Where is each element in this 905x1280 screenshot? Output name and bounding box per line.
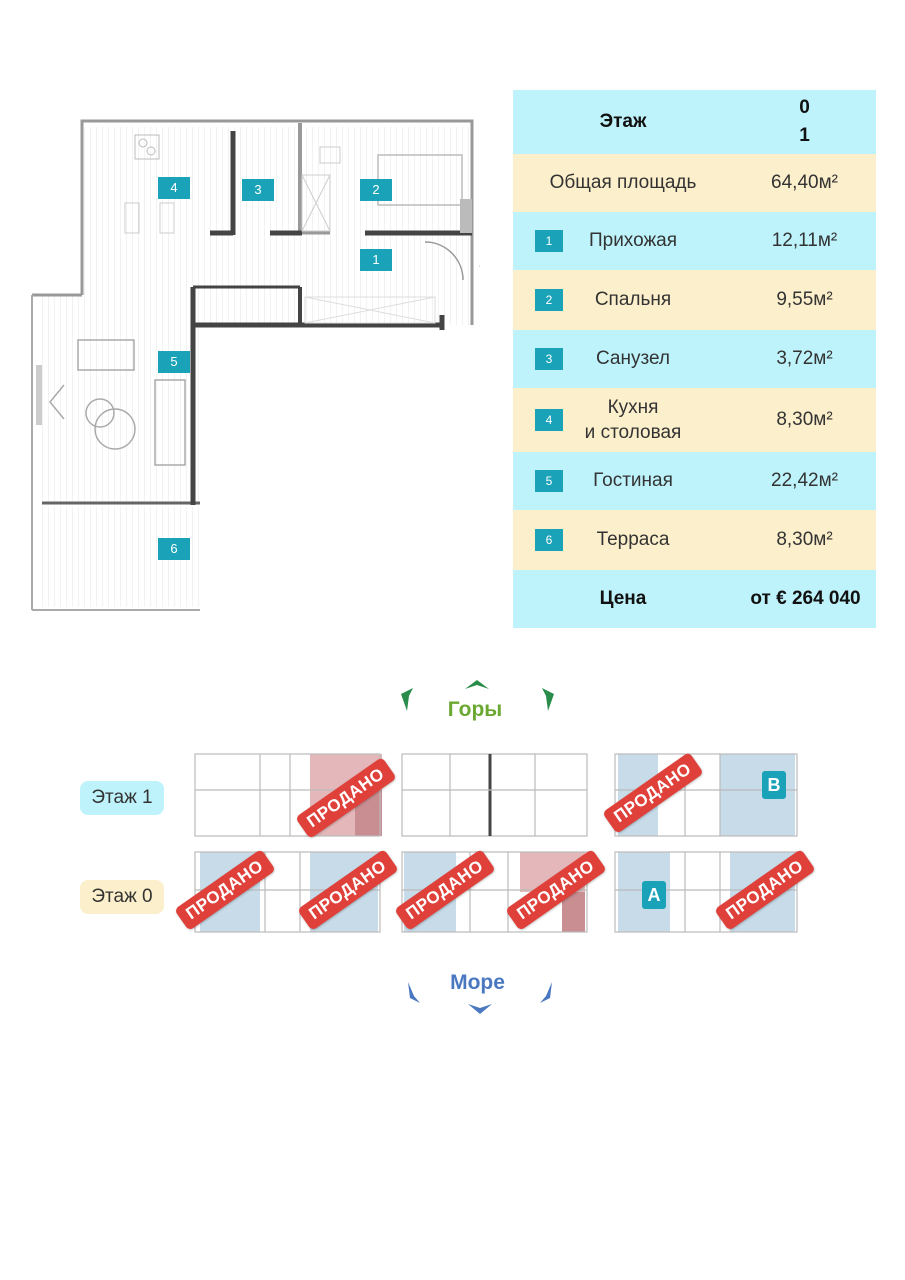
room-badge-1: 1 [360,249,392,271]
floor-0-label: Этаж 0 [80,880,164,914]
unit-b-marker: B [762,771,786,799]
room-area: 8,30м² [776,529,833,550]
floor-1-label: Этаж 1 [80,781,164,815]
room-row-2: 2 Спальня 9,55м² [513,270,876,330]
floor-value-0: 0 [799,97,810,118]
room-row-6: 6 Терраса 8,30м² [513,510,876,570]
arrow-down-left-icon [408,982,420,1003]
mountains-label: Горы [447,698,503,721]
room-row-4: 4 Кухня и столовая 8,30м² [513,388,876,452]
room-badge-5: 5 [158,351,190,373]
room-number-badge: 6 [535,529,563,551]
room-name: Прихожая [588,230,678,251]
floor-values: 0 1 [733,94,876,150]
arrow-up-left-icon [401,688,413,711]
arrow-up-right-icon [542,688,554,711]
arrow-down-icon [468,1004,492,1014]
apartment-spec-table: Этаж 0 1 Общая площадь 64,40м² 1 Прихожа… [513,90,876,628]
total-area-row: Общая площадь 64,40м² [513,154,876,212]
room-row-5: 5 Гостиная 22,42м² [513,452,876,510]
floor-label: Этаж [599,111,647,132]
room-row-3: 3 Санузел 3,72м² [513,330,876,388]
room-area: 22,42м² [771,470,838,491]
room-number-badge: 2 [535,289,563,311]
floor-plan-drawing [31,119,487,611]
price-row: Цена от € 264 040 [513,570,876,628]
floor-value-1: 1 [799,125,810,146]
floor-plan: 4 3 2 1 5 6 [30,115,487,615]
price-value: от € 264 040 [750,588,861,609]
unit-a-marker: A [642,881,666,909]
room-area: 3,72м² [776,348,833,369]
sea-direction-arrows [408,982,552,1014]
room-area: 9,55м² [776,289,833,310]
room-badge-3: 3 [242,179,274,201]
room-name: Санузел [595,348,670,369]
total-area-value: 64,40м² [771,172,838,193]
arrow-up-icon [465,680,489,689]
room-name: Спальня [594,289,672,310]
room-name: Терраса [596,529,670,550]
price-label: Цена [599,588,647,609]
room-number-badge: 4 [535,409,563,431]
arrow-down-right-icon [540,982,552,1003]
sea-label: Море [450,971,505,994]
room-name-line-2: и столовая [584,422,682,443]
room-number-badge: 3 [535,348,563,370]
room-area: 8,30м² [776,409,833,430]
total-area-label: Общая площадь [549,172,697,193]
room-area: 12,11м² [771,230,838,251]
room-name: Гостиная [593,470,673,491]
room-number-badge: 5 [535,470,563,492]
room-name-line-1: Кухня [607,397,659,418]
room-row-1: 1 Прихожая 12,11м² [513,212,876,270]
room-badge-6: 6 [158,538,190,560]
room-name: Кухня и столовая [523,395,743,445]
room-badge-4: 4 [158,177,190,199]
room-badge-2: 2 [360,179,392,201]
floor-row: Этаж 0 1 [513,90,876,154]
room-number-badge: 1 [535,230,563,252]
mountain-direction-arrows [401,680,554,711]
